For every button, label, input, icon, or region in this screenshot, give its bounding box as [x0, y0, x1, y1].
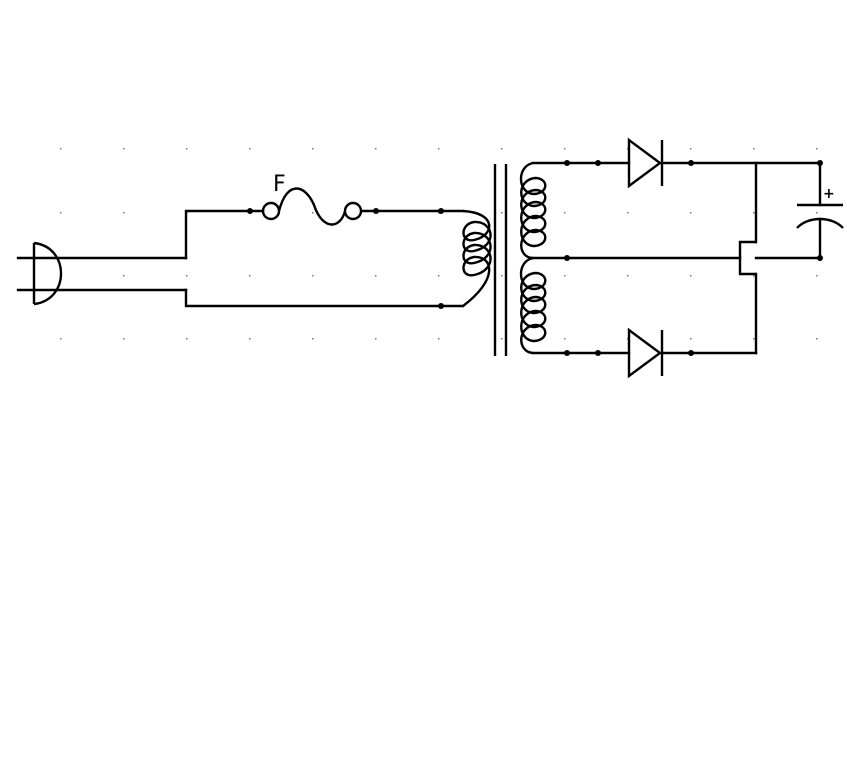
grid-dot [753, 148, 755, 150]
grid-dot [60, 212, 62, 214]
secondary-wiring [531, 161, 822, 355]
grid-dot [690, 148, 692, 150]
grid-dot [123, 148, 125, 150]
grid-dot [375, 275, 377, 277]
connection-nodes [247, 160, 823, 356]
grid-dot [375, 338, 377, 340]
grid-dot [627, 338, 629, 340]
grid-dot [753, 212, 755, 214]
capacitor-plus-label: + [823, 186, 835, 202]
primary-wiring [184, 209, 465, 308]
grid-dot [375, 148, 377, 150]
grid-dot [564, 212, 566, 214]
grid-dot [627, 212, 629, 214]
grid-dot [564, 338, 566, 340]
grid-dot [501, 148, 503, 150]
grid-dot [60, 338, 62, 340]
grid-dot [690, 212, 692, 214]
grid-dot [564, 148, 566, 150]
grid-dot [312, 275, 314, 277]
fuse-label: F [273, 172, 286, 197]
diode-top [627, 137, 664, 189]
grid-dot [186, 338, 188, 340]
grid-dot [753, 275, 755, 277]
grid-dot [501, 212, 503, 214]
fuse: F [261, 172, 363, 226]
grid-dot [501, 338, 503, 340]
grid-dot [123, 275, 125, 277]
grid-dot [186, 275, 188, 277]
grid-dot [312, 338, 314, 340]
ac-plug [16, 241, 188, 306]
grid-dot [627, 275, 629, 277]
grid-dot [123, 212, 125, 214]
grid-dot [249, 338, 251, 340]
grid-dot [816, 212, 818, 214]
center-tap-junction [738, 240, 756, 276]
grid-dot [438, 148, 440, 150]
grid-dot [249, 148, 251, 150]
grid-dot [690, 338, 692, 340]
grid-dots [60, 148, 818, 340]
grid-dot [438, 275, 440, 277]
transformer [462, 161, 547, 356]
grid-dot [627, 148, 629, 150]
grid-dot [60, 148, 62, 150]
grid-dot [438, 338, 440, 340]
grid-dot [816, 275, 818, 277]
diode-bottom [627, 327, 664, 379]
grid-dot [753, 338, 755, 340]
grid-dot [186, 148, 188, 150]
grid-dot [501, 275, 503, 277]
grid-dot [312, 148, 314, 150]
grid-dot [564, 275, 566, 277]
polarized-capacitor: + [754, 161, 844, 260]
grid-dot [816, 338, 818, 340]
grid-dot [312, 212, 314, 214]
grid-dot [123, 338, 125, 340]
grid-dot [816, 148, 818, 150]
grid-dot [690, 275, 692, 277]
grid-dot [249, 275, 251, 277]
